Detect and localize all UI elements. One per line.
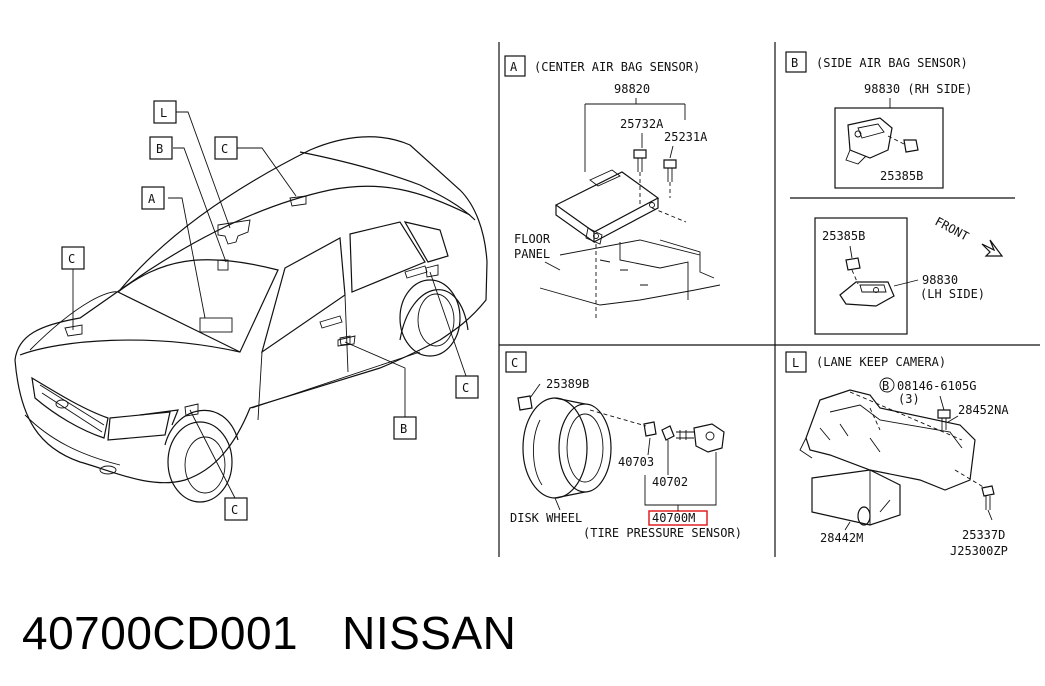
panel-title: (TIRE PRESSURE SENSOR) [583, 526, 742, 540]
panel-title: (LANE KEEP CAMERA) [816, 355, 946, 369]
diagram-code: J25300ZP [950, 544, 1008, 558]
car-illustration [14, 111, 488, 503]
front-label: FRONT [933, 214, 971, 243]
callout-A-car: A [141, 186, 165, 210]
panel-dividers [498, 42, 1040, 557]
part-number-caption: 40700CD001 [22, 607, 299, 659]
part-number: 28442M [820, 531, 863, 545]
panel-title: (SIDE AIR BAG SENSOR) [816, 56, 968, 70]
panel-tire-pressure-sensor: C 25389B DISK WHEEL 40703 40702 40700M (… [505, 351, 742, 540]
caption: 40700CD001 NISSAN [22, 598, 516, 668]
callout-B-car-door: B [393, 416, 417, 440]
callout-label: L [160, 106, 167, 120]
callout-C-car-front-wheel: C [224, 497, 248, 521]
callout-B-car: B [149, 136, 173, 160]
part-number: 25732A [620, 117, 664, 131]
callout-label: A [148, 192, 156, 206]
part-number: 08146-6105G [897, 379, 976, 393]
callout-label: B [156, 142, 163, 156]
panel-letter: C [511, 356, 518, 370]
panel-side-air-bag-sensor: B (SIDE AIR BAG SENSOR) 98830 (RH SIDE) … [785, 51, 1004, 335]
part-number: 25231A [664, 130, 708, 144]
part-number: 40702 [652, 475, 688, 489]
bolt-ref-letter: B [882, 379, 889, 393]
front-arrow-icon [981, 239, 1004, 257]
part-number: 25385B [822, 229, 865, 243]
brand-caption: NISSAN [342, 607, 517, 659]
part-number: 25385B [880, 169, 923, 183]
callout-C-car-hood: C [61, 246, 85, 270]
parts-diagram: A B L C C C C B A (CENTER AIR BAG SENSOR… [14, 42, 1040, 558]
part-number: 25337D [962, 528, 1005, 542]
part-number: 98820 [614, 82, 650, 96]
callout-label: B [400, 422, 407, 436]
floor-panel-label: FLOOR [514, 232, 551, 246]
panel-letter: A [510, 60, 518, 74]
part-number: 98830 [922, 273, 958, 287]
callout-C-car-roof: C [214, 136, 238, 160]
callout-label: C [68, 252, 75, 266]
highlighted-part-number: 40700M [652, 511, 695, 525]
part-number: 98830 (RH SIDE) [864, 82, 972, 96]
panel-lane-keep-camera: L (LANE KEEP CAMERA) B 08146-6105G (3) 2… [785, 351, 1009, 558]
panel-letter: B [791, 56, 798, 70]
part-number: 25389B [546, 377, 589, 391]
disk-wheel-label: DISK WHEEL [510, 511, 582, 525]
side-label: (LH SIDE) [920, 287, 985, 301]
floor-panel-label: PANEL [514, 247, 550, 261]
part-qty: (3) [898, 392, 920, 406]
panel-title: (CENTER AIR BAG SENSOR) [534, 60, 700, 74]
callout-label: C [231, 503, 238, 517]
part-number: 40703 [618, 455, 654, 469]
panel-center-air-bag-sensor: A (CENTER AIR BAG SENSOR) 98820 25732A 2… [504, 55, 721, 318]
callout-L-car: L [153, 100, 177, 124]
panel-letter: L [792, 356, 799, 370]
part-number: 28452NA [958, 403, 1009, 417]
callout-C-car-rear-wheel: C [455, 375, 479, 399]
callout-label: C [221, 142, 228, 156]
callout-label: C [462, 381, 469, 395]
